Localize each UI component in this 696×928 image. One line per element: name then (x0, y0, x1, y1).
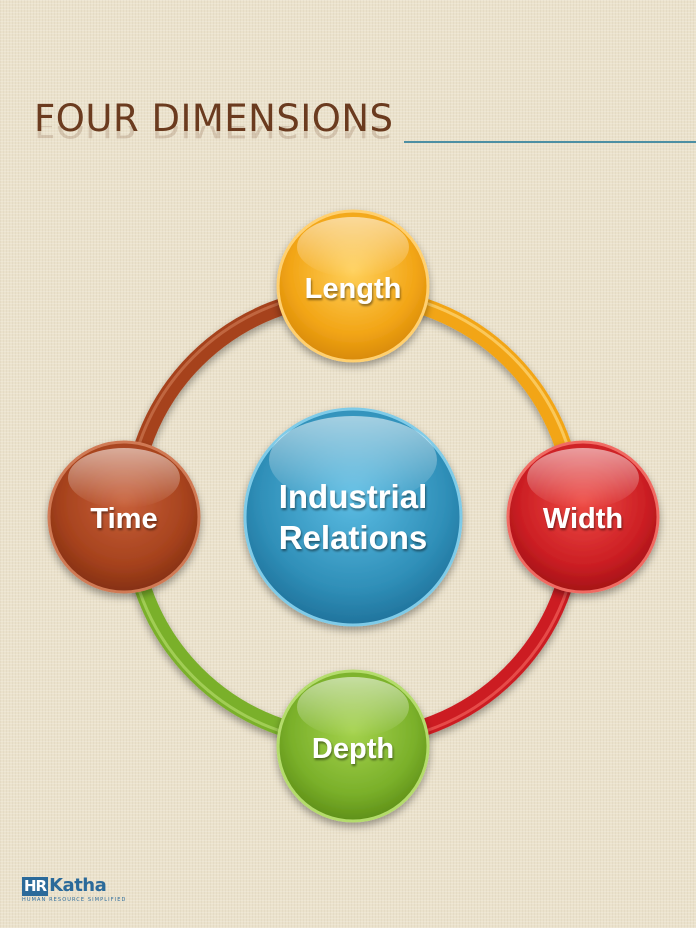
logo-tagline: HUMAN RESOURCE SIMPLIFIED (22, 897, 127, 903)
node-time-label: Time (90, 503, 157, 535)
logo-katha-text: Katha (49, 875, 107, 896)
node-length: Length (276, 209, 430, 363)
logo-hr-mark: HR (22, 877, 49, 896)
slide-title: FOUR DIMENSIONS (34, 97, 394, 140)
node-width-label: Width (543, 503, 623, 535)
node-time: Time (47, 440, 201, 594)
center-label-line2: Relations (279, 519, 428, 556)
title-underline (404, 141, 696, 143)
slide-title-group: FOUR DIMENSIONS FOUR DIMENSIONS (34, 96, 394, 146)
center-node: Industrial Relations (243, 407, 463, 627)
node-width: Width (506, 440, 660, 594)
center-label-line1: Industrial (279, 478, 428, 515)
hrkatha-logo: HR Katha HUMAN RESOURCE SIMPLIFIED (22, 874, 127, 904)
node-depth-label: Depth (312, 733, 394, 765)
node-length-label: Length (305, 273, 402, 305)
node-depth: Depth (276, 669, 430, 823)
